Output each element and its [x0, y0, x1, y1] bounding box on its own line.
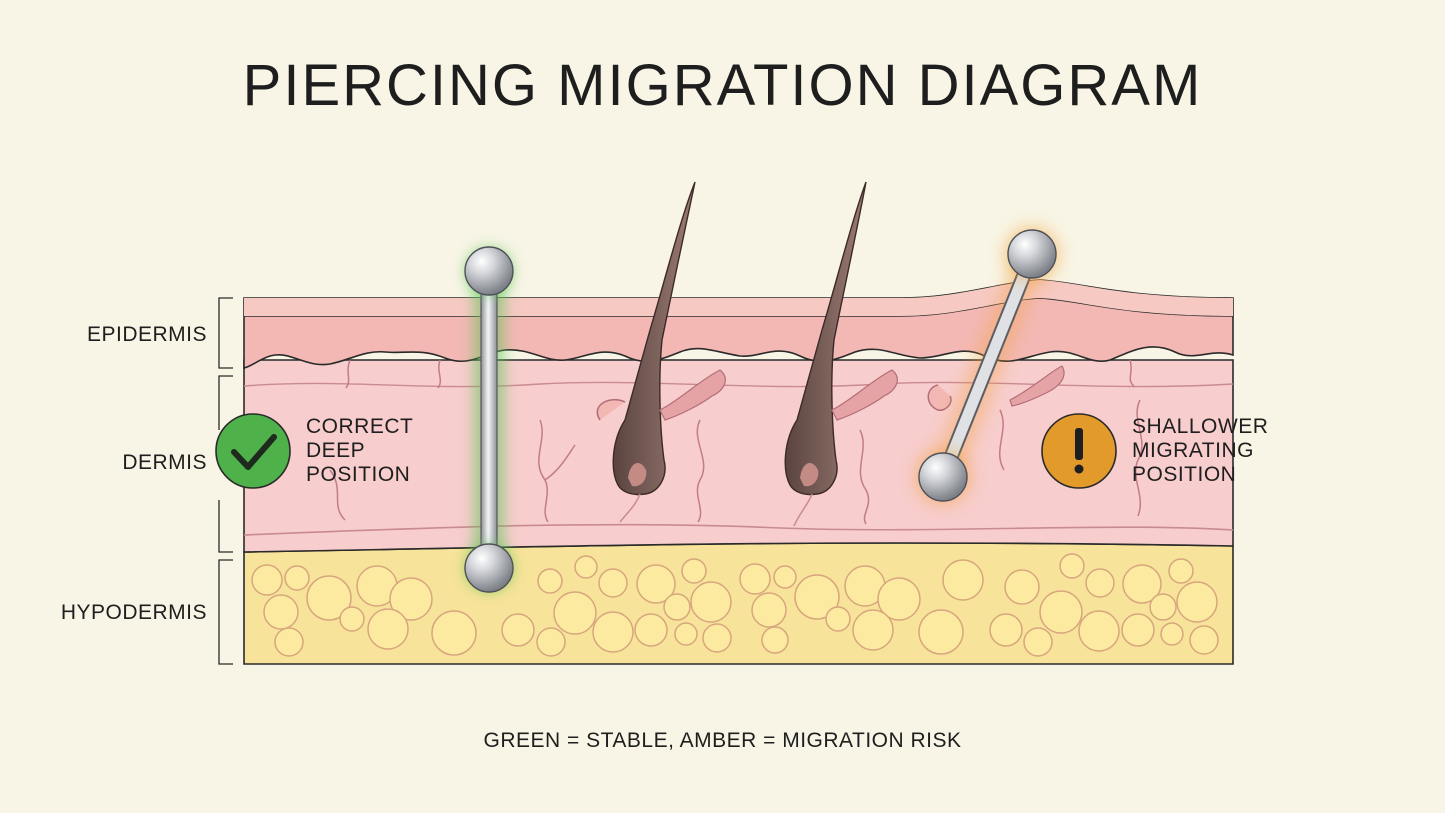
hair-follicle-2 [784, 181, 898, 527]
hypodermis-label: HYPODERMIS [60, 601, 207, 624]
epidermis-label: EPIDERMIS [86, 323, 207, 346]
migrating-piercing-barbell [917, 228, 1058, 503]
blood-vessels [329, 359, 1143, 525]
diagram-title: PIERCING MIGRATION DIAGRAM [242, 53, 1203, 118]
layer-brackets [218, 297, 233, 665]
fat-cells [251, 553, 1219, 657]
stable-piercing-barbell [464, 246, 514, 593]
checkmark-icon [215, 413, 291, 489]
exclamation-icon [1041, 413, 1117, 489]
dermis-label: DERMIS [122, 451, 207, 474]
correct-position-label: CORRECT DEEP POSITION [306, 415, 414, 486]
hair-follicle-1 [596, 181, 726, 523]
shallow-position-label: SHALLOWER MIGRATING POSITION [1132, 415, 1269, 486]
color-legend: GREEN = STABLE, AMBER = MIGRATION RISK [483, 729, 962, 752]
